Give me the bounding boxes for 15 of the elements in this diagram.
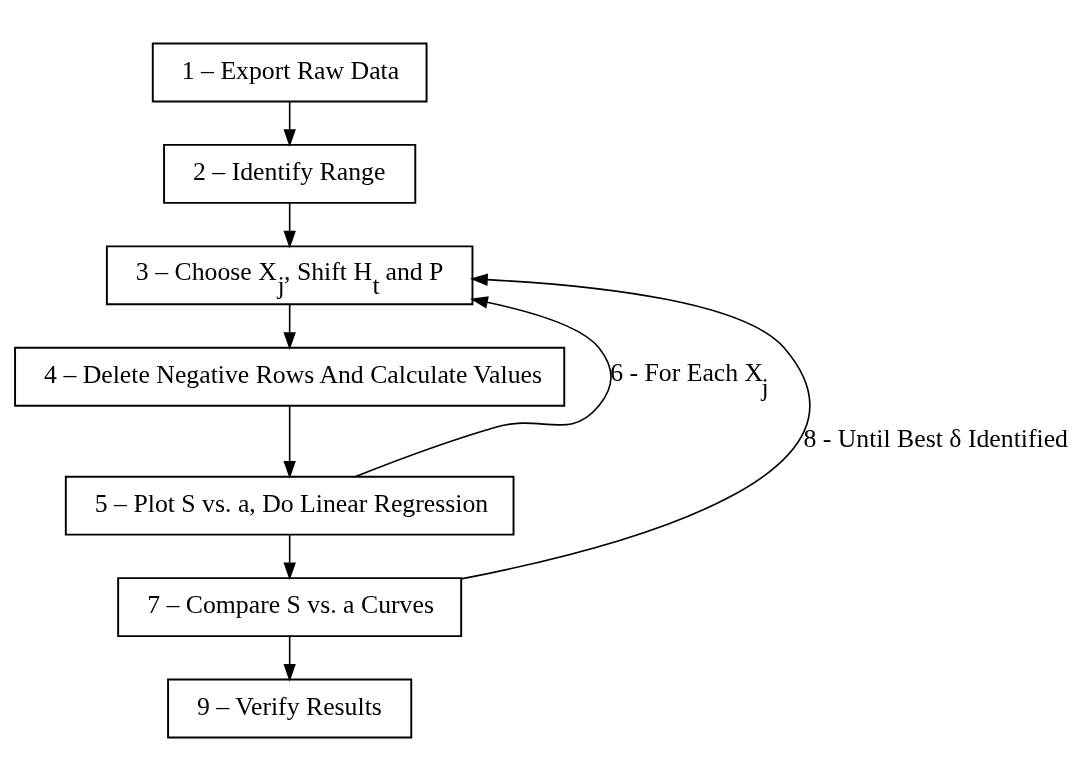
- arrow: [283, 202, 296, 249]
- node-box: 4 – Delete Negative Rows And Calculate Values: [14, 346, 566, 407]
- arrow: [283, 405, 296, 479]
- arrow: [283, 303, 296, 350]
- node-box: 5 – Plot S vs. a, Do Linear Regression: [64, 475, 515, 536]
- node-box: 1 – Export Raw Data: [151, 41, 428, 102]
- arrow: [283, 635, 296, 682]
- node-box: 2 – Identify Range: [163, 143, 417, 204]
- arrow: [354, 295, 612, 477]
- node-box: 7 – Compare S vs. a Curves: [117, 576, 463, 637]
- arrow: [283, 100, 296, 147]
- edge-label: 8 - Until Best δ Identified: [803, 423, 1068, 453]
- node-box: 9 – Verify Results: [167, 678, 413, 739]
- arrow: [283, 533, 296, 580]
- arrow: [460, 273, 811, 580]
